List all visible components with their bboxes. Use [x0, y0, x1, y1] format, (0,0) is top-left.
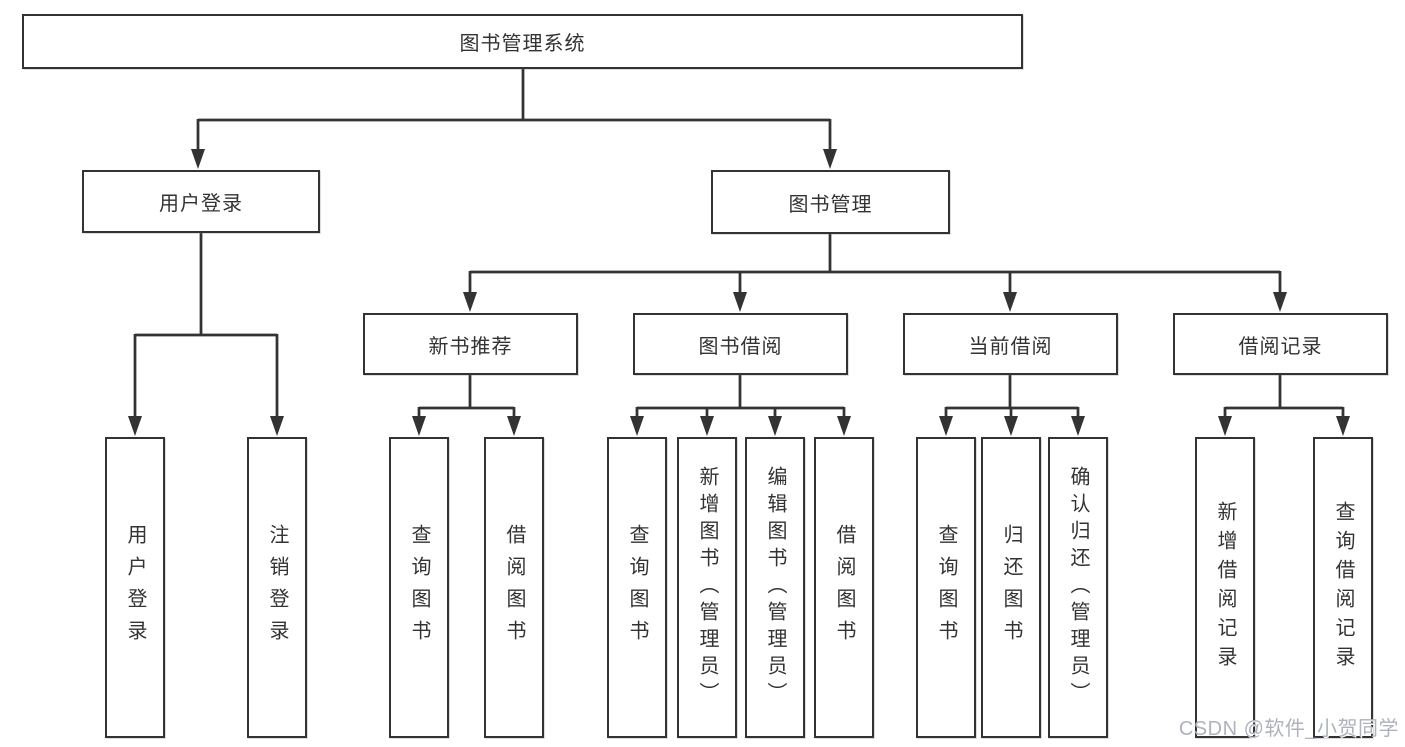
leaf-query-borrow-record: 查询借阅记录	[1313, 437, 1373, 738]
node-label: 图书管理系统	[459, 33, 586, 55]
leaf-query-books-current: 查询图书	[916, 437, 976, 738]
leaf-label: 查询借阅记录	[1332, 500, 1354, 675]
node-user-login: 用户登录	[82, 170, 320, 233]
leaf-label: 编辑图书（管理员）	[764, 466, 786, 709]
leaf-label: 查询图书	[626, 523, 648, 652]
leaf-query-books-recommend: 查询图书	[389, 437, 449, 738]
node-borrow-records: 借阅记录	[1173, 313, 1388, 375]
leaf-borrow-books: 借阅图书	[814, 437, 874, 738]
leaf-label: 借阅图书	[503, 523, 525, 652]
leaf-label: 查询图书	[408, 523, 430, 652]
leaf-label: 新增图书（管理员）	[696, 466, 718, 709]
leaf-label: 新增借阅记录	[1214, 500, 1236, 675]
node-label: 用户登录	[159, 193, 243, 215]
leaf-query-books-borrow: 查询图书	[607, 437, 667, 738]
leaf-add-book-admin: 新增图书（管理员）	[677, 437, 737, 738]
node-label: 图书管理	[788, 193, 873, 216]
node-label: 当前借阅	[968, 335, 1053, 358]
leaf-edit-book-admin: 编辑图书（管理员）	[745, 437, 805, 738]
node-current-borrow: 当前借阅	[903, 313, 1118, 375]
node-book-management: 图书管理	[711, 170, 950, 234]
leaf-label: 用户登录	[124, 523, 146, 652]
node-label: 新书推荐	[428, 335, 513, 358]
leaf-add-borrow-record: 新增借阅记录	[1195, 437, 1255, 738]
leaf-label: 查询图书	[935, 523, 957, 652]
leaf-user-login: 用户登录	[105, 437, 165, 738]
leaf-borrow-books-recommend: 借阅图书	[484, 437, 544, 738]
leaf-label: 确认归还（管理员）	[1067, 466, 1089, 709]
node-label: 借阅记录	[1238, 335, 1323, 358]
leaf-return-book: 归还图书	[981, 437, 1041, 738]
leaf-logout: 注销登录	[247, 437, 307, 738]
leaf-confirm-return-admin: 确认归还（管理员）	[1048, 437, 1108, 738]
node-root-system: 图书管理系统	[22, 14, 1023, 69]
node-book-borrow: 图书借阅	[633, 313, 848, 375]
leaf-label: 注销登录	[266, 523, 288, 652]
node-label: 图书借阅	[698, 335, 783, 358]
node-new-book-recommend: 新书推荐	[363, 313, 578, 375]
leaf-label: 借阅图书	[833, 523, 855, 652]
leaf-label: 归还图书	[1000, 523, 1022, 652]
